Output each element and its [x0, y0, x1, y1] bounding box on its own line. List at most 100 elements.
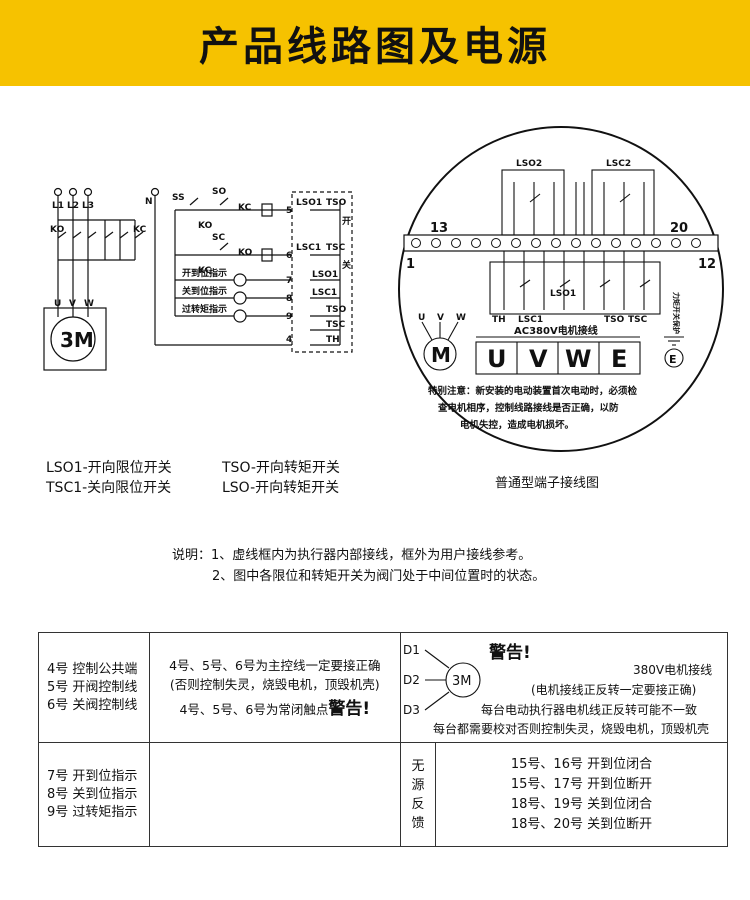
terminal-label: L1: [52, 201, 64, 211]
box-switch-label: TSO: [326, 198, 347, 208]
button-label: SC: [212, 233, 225, 243]
legend-col-1: LSO1-开向限位开关 TSC1-关向限位开关: [46, 458, 172, 498]
table-line: 4号 控制公共端: [47, 661, 138, 677]
box-number: 5: [286, 206, 292, 216]
table-line: 每台都需要校对否则控制失灵，烧毁电机，顶毁机壳: [433, 721, 709, 736]
box-switch-label: TSC: [326, 243, 346, 253]
table-line-with-warning: 4号、5号、6号为常闭触点警告!: [150, 700, 400, 719]
ac-label: AC380V电机接线: [514, 324, 598, 337]
table-line: 7号 开到位指示: [47, 768, 138, 784]
box-side-label: 关: [342, 259, 351, 271]
motor-symbol: M: [431, 343, 451, 367]
corner-number: 13: [430, 221, 448, 236]
table-line: 6号 关阀控制线: [47, 697, 138, 713]
vertical-char: 反: [411, 796, 425, 812]
table-line: (否则控制失灵，烧毁电机，顶毁机壳): [169, 677, 380, 692]
switch-label: LSO1: [550, 289, 576, 299]
vertical-char: 无: [411, 758, 425, 774]
legend-col-2: TSO-开向转矩开关 LSO-开向转矩开关: [222, 458, 340, 498]
vertical-char: 源: [411, 777, 425, 793]
corner-number: 20: [670, 221, 688, 236]
terminal-label: N: [145, 197, 153, 207]
box-number: 4: [286, 335, 292, 345]
motor-label: 3M: [452, 674, 472, 689]
legend-line: TSO-开向转矩开关: [222, 460, 340, 476]
box-side-label: 开: [342, 216, 351, 227]
aux-contact-label: KC: [238, 203, 252, 213]
aux-contact-label: KC: [198, 266, 212, 276]
motor-wiring-graphic: D1 D2 D3 3M 警告! 380V电机接线 (电机接线正反转一定要接正确)…: [403, 642, 712, 736]
box-switch-label: TH: [326, 335, 340, 345]
terminal-letter: E: [611, 345, 627, 373]
ground-letter: E: [669, 353, 677, 366]
box-switch-label: LSC1: [296, 243, 321, 253]
phase-label: V: [437, 313, 444, 323]
empty-cell: [148, 742, 401, 847]
table-line: 9号 过转矩指示: [47, 804, 138, 820]
switch-label: LSC2: [606, 159, 631, 169]
vertical-char: 馈: [411, 815, 425, 831]
warning-line: 查电机相序，控制线路接线是否正确，以防: [437, 402, 619, 414]
feedback-list-cell: 15号、16号 开到位闭合 15号、17号 开到位断开 18号、19号 关到位闭…: [435, 742, 728, 847]
indicator-lines-cell: 7号 开到位指示 8号 关到位指示 9号 过转矩指示: [38, 742, 150, 847]
switch-label: TSO: [604, 315, 625, 325]
box-number: 6: [286, 251, 292, 261]
terminal-diagram-caption: 普通型端子接线图: [495, 476, 600, 491]
phase-label: W: [456, 313, 466, 323]
feedback-line: 18号、20号 关到位断开: [510, 816, 653, 832]
table-line: 4号、5号、6号为常闭触点: [179, 702, 329, 717]
table-line: 5号 开阀控制线: [47, 679, 138, 695]
phase-label: U: [54, 299, 61, 309]
legend-line: TSC1-关向限位开关: [46, 480, 172, 496]
motor-label: 3M: [60, 328, 94, 352]
control-lines-cell: 4号 控制公共端 5号 开阀控制线 6号 关阀控制线: [38, 632, 150, 743]
table-line: 每台电动执行器电机线正反转可能不一致: [481, 702, 697, 717]
terminal-letter: V: [529, 345, 548, 373]
side-note: 力矩开关保护: [672, 292, 681, 334]
box-number: 7: [286, 276, 292, 286]
warning-line: 特别注意：新安装的电动装置首次电动时，必须检: [428, 385, 638, 397]
notes: 说明：1、虚线框内为执行器内部接线，框外为用户接线参考。 2、图中各限位和转矩开…: [172, 545, 545, 587]
warning-line: 电机失控，造成电机损坏。: [460, 419, 574, 431]
indicator-label: 过转矩指示: [182, 303, 227, 315]
note-line: 2、图中各限位和转矩开关为阀门处于中间位置时的状态。: [212, 569, 546, 584]
switch-label: TH: [492, 315, 506, 325]
aux-contact-label: KO: [238, 248, 253, 258]
warning-text: 警告!: [488, 642, 531, 663]
terminal-letter: U: [487, 345, 507, 373]
terminal-label: L3: [82, 201, 94, 211]
feedback-line: 15号、17号 开到位断开: [510, 776, 653, 792]
feedback-line: 18号、19号 关到位闭合: [510, 796, 653, 812]
motor-lead-label: D1: [403, 643, 420, 657]
terminal-label: L2: [67, 201, 79, 211]
legend-line: LSO-开向转矩开关: [222, 480, 340, 496]
phase-label: V: [69, 299, 76, 309]
note-line: 说明：1、虚线框内为执行器内部接线，框外为用户接线参考。: [172, 548, 532, 563]
corner-number: 12: [698, 257, 716, 272]
aux-contact-label: KO: [198, 221, 213, 231]
indicator-label: 开到位指示: [182, 267, 227, 279]
table-line: 4号、5号、6号为主控线一定要接正确: [169, 658, 381, 673]
terminal-letter: W: [565, 345, 591, 373]
box-switch-label: LSC1: [312, 288, 337, 298]
warning-text: 警告!: [328, 699, 371, 719]
button-label: SS: [172, 193, 185, 203]
table-line: 8号 关到位指示: [47, 786, 138, 802]
box-switch-label: LSO1: [296, 198, 322, 208]
motor-wiring-cell: D1 D2 D3 3M 警告! 380V电机接线 (电机接线正反转一定要接正确)…: [399, 632, 729, 743]
table-line: 380V电机接线: [633, 662, 712, 677]
motor-lead-label: D3: [403, 703, 420, 717]
button-label: SO: [212, 187, 226, 197]
box-switch-label: LSO1: [312, 270, 338, 280]
switch-label: LSO2: [516, 159, 542, 169]
motor-lead-label: D2: [403, 673, 420, 687]
main-control-note-cell: 4号、5号、6号为主控线一定要接正确 (否则控制失灵，烧毁电机，顶毁机壳) 4号…: [148, 632, 401, 743]
page-title: 产品线路图及电源: [199, 24, 551, 70]
box-number: 8: [286, 294, 292, 304]
box-switch-label: TSO: [326, 305, 347, 315]
terminal-wiring-diagram: LSO2 LSC2 13 20 1 12 TH LSC1 LSO1 TSO TS…: [398, 126, 724, 452]
feedback-line: 15号、16号 开到位闭合: [510, 756, 653, 772]
corner-number: 1: [406, 257, 415, 272]
contactor-label: KO: [50, 225, 65, 235]
switch-label: TSC: [628, 315, 648, 325]
